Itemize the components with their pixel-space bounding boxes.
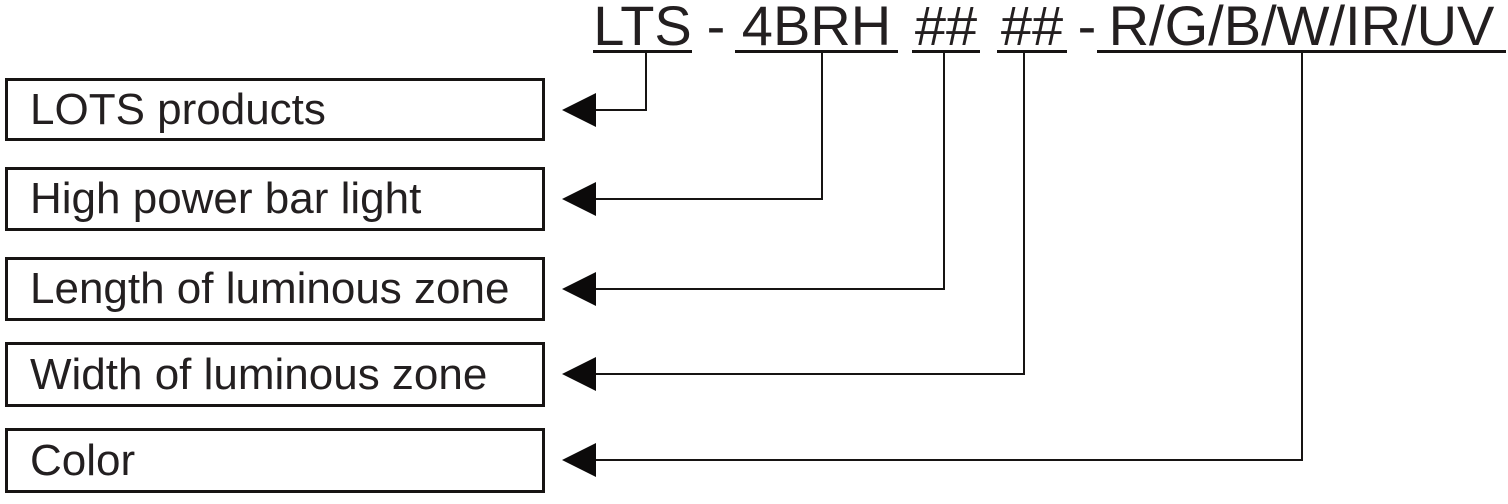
label-box-color: Color bbox=[5, 428, 545, 493]
connector-horizontal-width bbox=[594, 373, 1025, 375]
underline-product-type bbox=[735, 50, 898, 53]
code-segment-product-type: 4BRH bbox=[741, 0, 892, 57]
code-segment-color-options: R/G/B/W/IR/UV bbox=[1108, 0, 1495, 57]
connector-horizontal-product-type bbox=[594, 198, 823, 200]
connector-horizontal-length bbox=[594, 288, 945, 290]
label-box-width-of-luminous-zone: Width of luminous zone bbox=[5, 342, 545, 407]
box-label: Length of luminous zone bbox=[30, 264, 510, 313]
label-box-length-of-luminous-zone: Length of luminous zone bbox=[5, 257, 545, 321]
box-label: High power bar light bbox=[30, 174, 422, 223]
connector-vertical-length bbox=[943, 52, 945, 290]
connector-horizontal-color bbox=[594, 459, 1303, 461]
code-segment-series: LTS bbox=[593, 0, 692, 57]
underline-color-options bbox=[1097, 50, 1506, 53]
code-separator-dash-2: - bbox=[1077, 0, 1097, 57]
arrow-left-icon-color bbox=[562, 443, 596, 477]
underline-series bbox=[593, 50, 692, 53]
box-label: Color bbox=[30, 435, 136, 485]
box-label: LOTS products bbox=[30, 84, 326, 134]
arrow-left-icon-product-type bbox=[562, 182, 596, 216]
code-segment-width-digits: ## bbox=[1000, 0, 1064, 57]
connector-vertical-product-type bbox=[821, 52, 823, 200]
label-box-high-power-bar-light: High power bar light bbox=[5, 167, 545, 231]
arrow-left-icon-series bbox=[562, 93, 596, 127]
box-label: Width of luminous zone bbox=[30, 349, 488, 399]
connector-vertical-series bbox=[645, 52, 647, 111]
code-segment-length-digits: ## bbox=[914, 0, 978, 57]
arrow-left-icon-length bbox=[562, 272, 596, 306]
underline-length-digits bbox=[912, 50, 980, 53]
connector-vertical-color bbox=[1301, 52, 1303, 461]
connector-vertical-width bbox=[1023, 52, 1025, 375]
connector-horizontal-series bbox=[594, 109, 647, 111]
arrow-left-icon-width bbox=[562, 357, 596, 391]
label-box-lots-products: LOTS products bbox=[5, 78, 545, 141]
code-separator-dash-1: - bbox=[706, 0, 726, 57]
underline-width-digits bbox=[997, 50, 1067, 53]
